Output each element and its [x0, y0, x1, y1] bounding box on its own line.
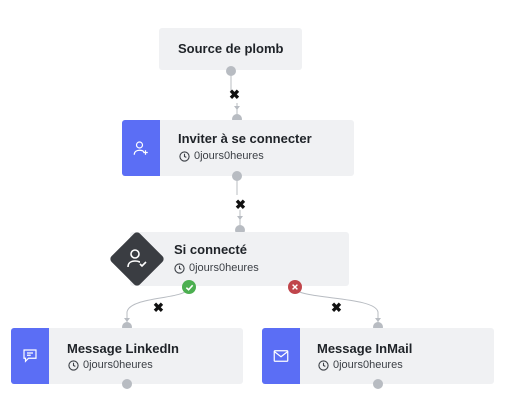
source-output-port[interactable]: [226, 66, 236, 76]
linkedin-node[interactable]: Message LinkedIn 0jours0heures: [11, 328, 243, 384]
clock-icon: [174, 262, 185, 274]
check-icon: [185, 284, 193, 291]
linkedin-node-title: Message LinkedIn: [67, 341, 179, 356]
inmail-delay: 0jours0heures: [318, 359, 403, 371]
linkedin-delay-text: 0jours0heures: [83, 359, 153, 371]
linkedin-icon-box: [11, 328, 49, 384]
invite-delay: 0jours0heures: [179, 150, 264, 162]
condition-delay-text: 0jours0heures: [189, 262, 259, 274]
linkedin-input-port[interactable]: [122, 322, 132, 332]
inmail-node-title: Message InMail: [317, 341, 413, 356]
invite-node[interactable]: Inviter à se connecter 0jours0heures: [122, 120, 354, 176]
inmail-node[interactable]: Message InMail 0jours0heures: [262, 328, 494, 384]
remove-connection-icon[interactable]: ✖: [229, 87, 240, 102]
invite-icon-box: [122, 120, 160, 176]
arrowhead: [375, 318, 381, 322]
arrowhead: [237, 216, 243, 220]
arrowhead: [124, 318, 130, 322]
condition-node-title: Si connecté: [174, 242, 247, 257]
condition-node[interactable]: Si connecté 0jours0heures: [130, 232, 349, 286]
remove-connection-icon[interactable]: ✖: [331, 300, 342, 315]
clock-icon: [68, 359, 79, 371]
invite-node-title: Inviter à se connecter: [178, 131, 312, 146]
inmail-output-port[interactable]: [373, 379, 383, 389]
linkedin-output-port[interactable]: [122, 379, 132, 389]
person-add-icon: [133, 141, 148, 155]
remove-connection-icon[interactable]: ✖: [235, 197, 246, 212]
condition-diamond: [107, 229, 167, 289]
clock-icon: [179, 150, 190, 162]
source-node-title: Source de plomb: [178, 41, 284, 56]
clock-icon: [318, 359, 329, 371]
condition-false-badge[interactable]: [288, 280, 302, 294]
invite-input-port[interactable]: [232, 114, 242, 124]
invite-output-port[interactable]: [232, 171, 242, 181]
person-check-icon: [127, 249, 147, 268]
close-icon: [292, 284, 298, 290]
condition-true-badge[interactable]: [182, 280, 196, 294]
invite-delay-text: 0jours0heures: [194, 150, 264, 162]
inmail-delay-text: 0jours0heures: [333, 359, 403, 371]
condition-input-port[interactable]: [235, 225, 245, 235]
chat-send-icon: [23, 349, 37, 363]
inmail-icon-box: [262, 328, 300, 384]
mail-send-icon: [273, 350, 289, 362]
source-node[interactable]: Source de plomb: [159, 28, 302, 70]
inmail-input-port[interactable]: [373, 322, 383, 332]
arrowhead: [234, 106, 240, 110]
remove-connection-icon[interactable]: ✖: [153, 300, 164, 315]
condition-delay: 0jours0heures: [174, 262, 259, 274]
linkedin-delay: 0jours0heures: [68, 359, 153, 371]
